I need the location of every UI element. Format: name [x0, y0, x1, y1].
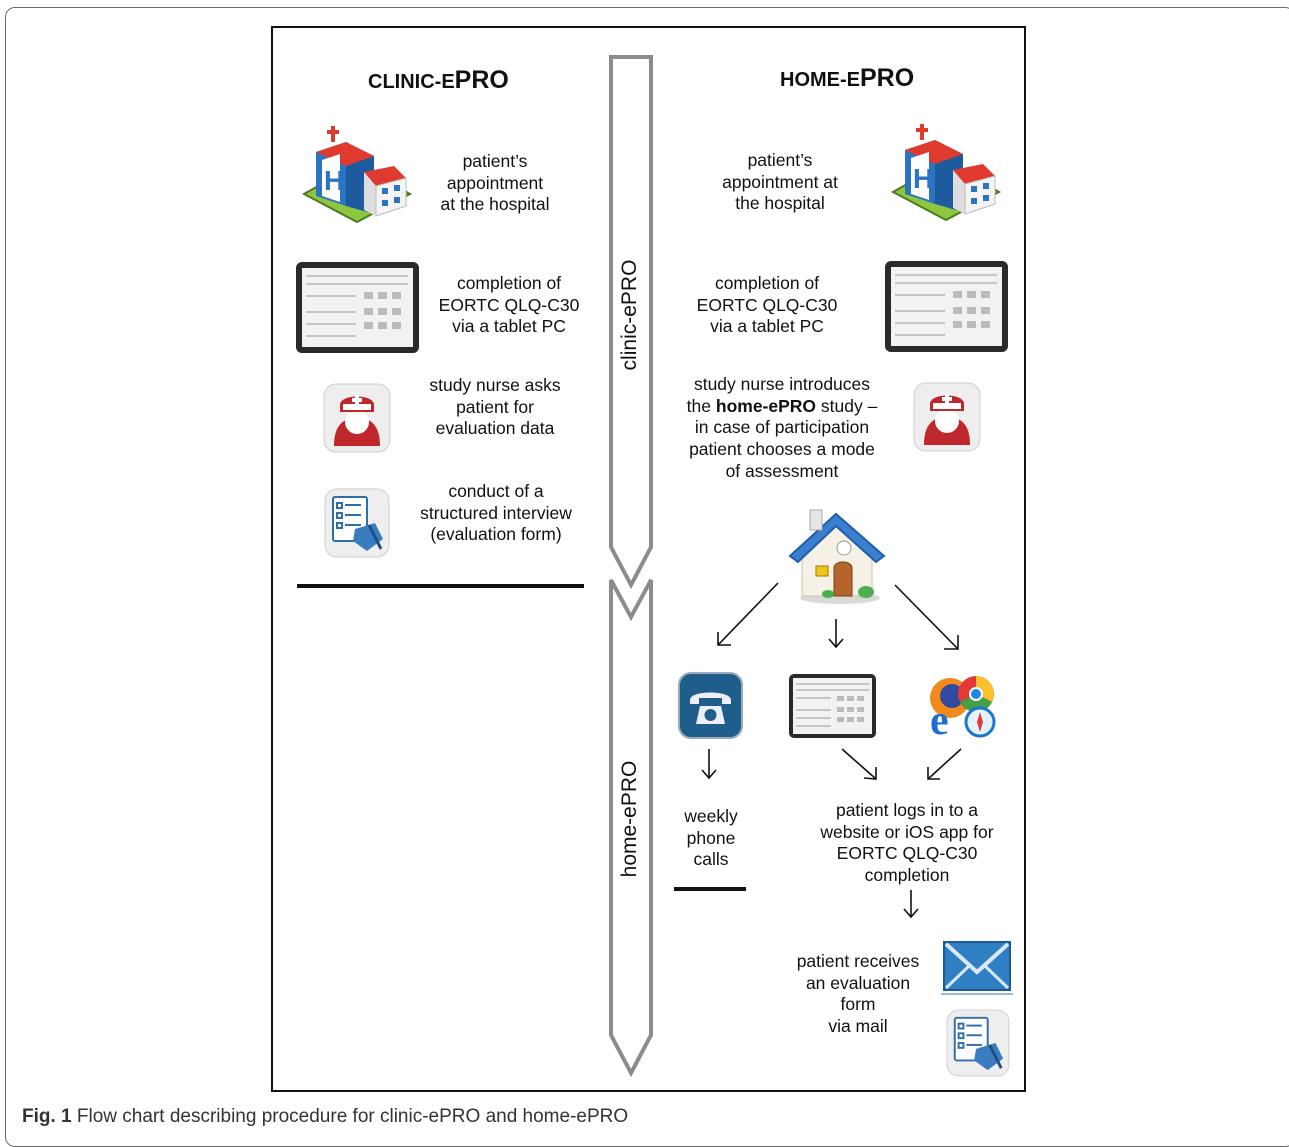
clinic-heading: CLINIC-EPRO: [368, 66, 509, 94]
home-step1-text: patient’s appointment at the hospital: [722, 150, 838, 214]
home-timeline-arrow: [609, 579, 653, 1078]
home-step2-text: completion of EORTC QLQ-C30 via a tablet…: [696, 273, 838, 337]
tablet-icon: [789, 674, 876, 738]
clinic-step2-text: completion of EORTC QLQ-C30 via a tablet…: [438, 273, 580, 337]
form-icon: [946, 1009, 1010, 1077]
mail-result-text: patient receives an evaluation form via …: [796, 951, 920, 1037]
home-timeline-label: home-ePRO: [618, 760, 641, 878]
tablet-icon: [296, 262, 419, 353]
phone-result-text: weekly phone calls: [684, 806, 738, 870]
clinic-step3-text: study nurse asks patient for evaluation …: [429, 375, 561, 439]
clinic-timeline-arrow: [609, 55, 653, 590]
nurse-icon: [913, 382, 981, 452]
clinic-step4-text: conduct of a structured interview (evalu…: [420, 481, 572, 545]
hospital-icon: H: [301, 126, 413, 224]
tablet-icon: [885, 261, 1008, 352]
home-step3-text: study nurse introduces the home-ePRO stu…: [686, 374, 878, 481]
home-heading: HOME-EPRO: [780, 64, 915, 92]
house-icon: [788, 509, 886, 604]
clinic-step1-text: patient’s appointment at the hospital: [440, 151, 550, 215]
mail-icon: [941, 941, 1013, 995]
clinic-timeline-label: clinic-ePRO: [618, 259, 641, 371]
svg-text:H: H: [324, 165, 344, 196]
online-result-text: patient logs in to a website or iOS app …: [820, 800, 994, 886]
phone-icon: [678, 672, 743, 739]
flow-arrows: [701, 582, 962, 919]
figure-caption: Fig. 1 Flow chart describing procedure f…: [22, 1106, 629, 1127]
form-icon: [324, 488, 390, 558]
svg-text:e: e: [930, 698, 949, 744]
nurse-icon: [323, 383, 391, 453]
diagram-panel: [271, 26, 1026, 1092]
browser-icon: e: [930, 676, 996, 744]
svg-text:H: H: [913, 163, 933, 194]
hospital-icon: H: [890, 124, 1002, 222]
